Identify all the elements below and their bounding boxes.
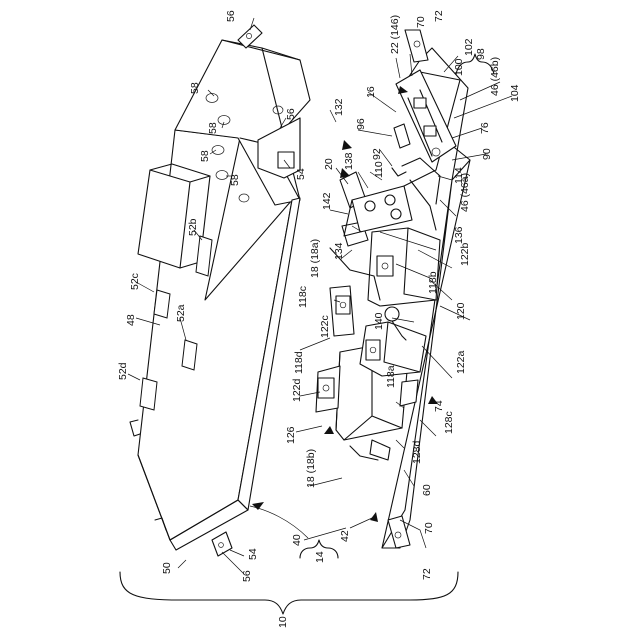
label-118c: 118c bbox=[297, 286, 309, 308]
label-104: 104 bbox=[509, 84, 521, 102]
label-52a: 52a bbox=[175, 304, 187, 322]
label-42: 42 bbox=[339, 530, 351, 542]
label-110: 110 bbox=[373, 161, 385, 178]
label-138: 138 bbox=[343, 152, 355, 170]
label-76: 76 bbox=[479, 122, 491, 134]
label-58-d: 58 bbox=[229, 174, 241, 186]
label-70-bottom: 70 bbox=[423, 522, 435, 534]
label-18a: 18 (18a) bbox=[309, 239, 321, 278]
label-70-top: 70 bbox=[415, 16, 427, 28]
label-122a: 122a bbox=[455, 350, 467, 374]
label-52c: 52c bbox=[129, 273, 141, 290]
label-72-bottom: 72 bbox=[421, 568, 433, 580]
label-118a: 118a bbox=[385, 365, 397, 388]
label-50: 50 bbox=[161, 562, 173, 574]
label-128d: 128d bbox=[411, 440, 423, 464]
label-90: 90 bbox=[481, 148, 493, 160]
label-128c: 128c bbox=[443, 411, 455, 434]
label-118b: 118b bbox=[427, 271, 439, 294]
brace-10 bbox=[120, 572, 458, 614]
cover-body bbox=[130, 25, 310, 556]
label-18b: 18 (18b) bbox=[305, 449, 317, 488]
label-72-top: 72 bbox=[433, 10, 445, 22]
label-122b: 122b bbox=[459, 242, 471, 266]
label-54-bottom: 54 bbox=[247, 548, 259, 560]
label-122d: 122d bbox=[291, 378, 303, 402]
label-142: 142 bbox=[321, 192, 333, 210]
label-22: 22 (146) bbox=[389, 15, 401, 54]
label-56-mid: 56 bbox=[285, 108, 297, 120]
label-98: 98 bbox=[475, 48, 487, 60]
label-16: 16 bbox=[365, 86, 377, 98]
label-54-mid: 54 bbox=[295, 168, 307, 180]
label-136: 136 bbox=[453, 226, 465, 244]
label-56-bottom: 56 bbox=[241, 570, 253, 582]
label-118d: 118d bbox=[293, 351, 305, 374]
label-52d: 52d bbox=[117, 362, 129, 380]
label-102: 102 bbox=[463, 38, 475, 56]
label-134: 134 bbox=[333, 242, 345, 260]
label-10: 10 bbox=[277, 616, 289, 628]
label-126: 126 bbox=[285, 426, 297, 444]
label-114: 114 bbox=[453, 167, 465, 184]
label-40: 40 bbox=[291, 534, 303, 546]
label-58-b: 58 bbox=[207, 122, 219, 134]
label-46b: 46 (46b) bbox=[489, 57, 501, 96]
label-60: 60 bbox=[421, 484, 433, 496]
bracket-118c bbox=[330, 286, 354, 336]
label-92: 92 bbox=[371, 148, 383, 160]
label-96: 96 bbox=[355, 118, 367, 130]
label-100: 100 bbox=[453, 58, 465, 76]
label-52b: 52b bbox=[187, 218, 199, 236]
label-56-top: 56 bbox=[225, 10, 237, 22]
label-58-a: 58 bbox=[189, 82, 201, 94]
label-58-c: 58 bbox=[199, 150, 211, 162]
label-14: 14 bbox=[314, 551, 326, 563]
label-74: 74 bbox=[433, 400, 445, 412]
label-132: 132 bbox=[333, 98, 345, 116]
label-20: 20 bbox=[323, 158, 335, 170]
label-122c: 122c bbox=[319, 315, 331, 338]
label-48: 48 bbox=[125, 314, 137, 326]
label-120: 120 bbox=[455, 302, 467, 320]
label-140: 140 bbox=[373, 312, 385, 330]
